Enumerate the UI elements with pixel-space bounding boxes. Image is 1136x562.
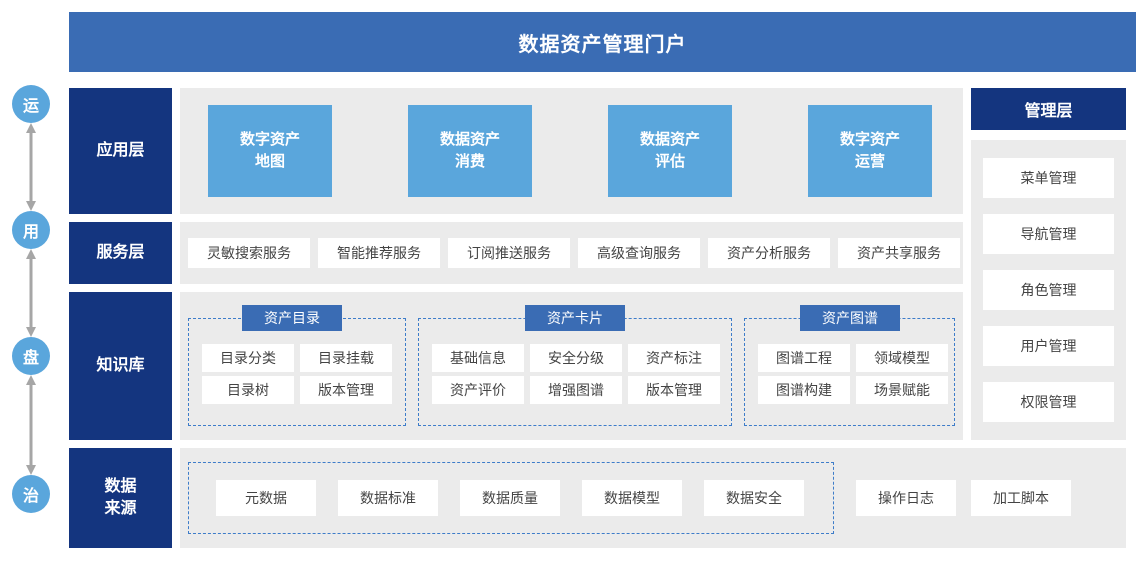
knowledge-item-card-version[interactable]: 版本管理 <box>628 376 720 404</box>
knowledge-item-graph-construction[interactable]: 图谱构建 <box>758 376 850 404</box>
datasource-layer-panel: 元数据 数据标准 数据质量 数据模型 数据安全 操作日志 加工脚本 <box>180 448 1126 548</box>
datasource-item-data-standard[interactable]: 数据标准 <box>338 480 438 516</box>
application-layer-panel: 数字资产 地图 数据资产 消费 数据资产 评估 数字资产 运营 <box>180 88 963 214</box>
management-panel-title: 管理层 <box>971 88 1126 130</box>
knowledge-group-asset-catalog-box <box>188 318 406 426</box>
management-panel: 菜单管理 导航管理 角色管理 用户管理 权限管理 <box>971 140 1126 440</box>
service-item-advanced-query[interactable]: 高级查询服务 <box>578 238 700 268</box>
rail-circle-pan: 盘 <box>12 337 50 375</box>
knowledge-item-asset-evaluation[interactable]: 资产评价 <box>432 376 524 404</box>
app-card-line1: 数据资产 <box>639 131 700 149</box>
rail-arrow-2 <box>26 249 36 337</box>
rail-circle-yong: 用 <box>12 211 50 249</box>
knowledge-group-title-asset-card: 资产卡片 <box>525 305 625 331</box>
knowledge-item-catalog-tree[interactable]: 目录树 <box>202 376 294 404</box>
knowledge-item-catalog-classification[interactable]: 目录分类 <box>202 344 294 372</box>
rail-circle-zhi: 治 <box>12 475 50 513</box>
knowledge-item-security-grading[interactable]: 安全分级 <box>530 344 622 372</box>
app-card-digital-asset-map[interactable]: 数字资产 地图 <box>208 105 332 197</box>
management-item-user[interactable]: 用户管理 <box>983 326 1114 366</box>
app-card-line1: 数字资产 <box>839 131 900 149</box>
management-item-navigation[interactable]: 导航管理 <box>983 214 1114 254</box>
datasource-item-data-quality[interactable]: 数据质量 <box>460 480 560 516</box>
rail-arrow-3 <box>26 375 36 475</box>
knowledge-group-title-asset-graph: 资产图谱 <box>800 305 900 331</box>
management-item-menu[interactable]: 菜单管理 <box>983 158 1114 198</box>
knowledge-item-domain-model[interactable]: 领域模型 <box>856 344 948 372</box>
knowledge-item-graph-project[interactable]: 图谱工程 <box>758 344 850 372</box>
app-card-line2: 运营 <box>854 153 885 170</box>
knowledge-item-asset-annotation[interactable]: 资产标注 <box>628 344 720 372</box>
service-layer-panel: 灵敏搜索服务 智能推荐服务 订阅推送服务 高级查询服务 资产分析服务 资产共享服… <box>180 222 963 284</box>
datasource-group-box <box>188 462 834 534</box>
app-card-line2: 消费 <box>454 153 485 170</box>
management-item-role[interactable]: 角色管理 <box>983 270 1114 310</box>
knowledge-group-asset-graph-box <box>744 318 955 426</box>
management-item-permission[interactable]: 权限管理 <box>983 382 1114 422</box>
service-item-subscription-push[interactable]: 订阅推送服务 <box>448 238 570 268</box>
service-item-smart-recommend[interactable]: 智能推荐服务 <box>318 238 440 268</box>
knowledge-group-asset-card-box <box>418 318 732 426</box>
service-item-agile-search[interactable]: 灵敏搜索服务 <box>188 238 310 268</box>
datasource-item-data-security[interactable]: 数据安全 <box>704 480 804 516</box>
app-card-line1: 数字资产 <box>239 131 300 149</box>
app-card-line2: 地图 <box>254 153 285 170</box>
datasource-item-operation-log[interactable]: 操作日志 <box>856 480 956 516</box>
app-card-data-asset-evaluation[interactable]: 数据资产 评估 <box>608 105 732 197</box>
knowledge-item-scenario-empowerment[interactable]: 场景赋能 <box>856 376 948 404</box>
app-card-line1: 数据资产 <box>439 131 500 149</box>
knowledge-item-catalog-version[interactable]: 版本管理 <box>300 376 392 404</box>
app-card-data-asset-consumption[interactable]: 数据资产 消费 <box>408 105 532 197</box>
rail-arrow-1 <box>26 123 36 211</box>
app-card-line2: 评估 <box>654 153 685 170</box>
app-card-digital-asset-operation[interactable]: 数字资产 运营 <box>808 105 932 197</box>
page-title: 数据资产管理门户 <box>69 12 1136 72</box>
rail-circle-yun: 运 <box>12 85 50 123</box>
layer-label-datasource: 数据 来源 <box>69 448 172 548</box>
knowledge-item-basic-info[interactable]: 基础信息 <box>432 344 524 372</box>
knowledge-item-enhanced-graph[interactable]: 增强图谱 <box>530 376 622 404</box>
layer-label-application: 应用层 <box>69 88 172 214</box>
knowledge-item-catalog-mount[interactable]: 目录挂载 <box>300 344 392 372</box>
layer-label-knowledge: 知识库 <box>69 292 172 440</box>
datasource-item-data-model[interactable]: 数据模型 <box>582 480 682 516</box>
datasource-item-metadata[interactable]: 元数据 <box>216 480 316 516</box>
service-item-asset-analysis[interactable]: 资产分析服务 <box>708 238 830 268</box>
service-item-asset-sharing[interactable]: 资产共享服务 <box>838 238 960 268</box>
layer-label-service: 服务层 <box>69 222 172 284</box>
knowledge-group-title-asset-catalog: 资产目录 <box>242 305 342 331</box>
knowledge-layer-panel: 资产目录 目录分类 目录挂载 目录树 版本管理 资产卡片 基础信息 安全分级 资… <box>180 292 963 440</box>
lifecycle-rail: 运 用 盘 治 <box>0 85 62 555</box>
datasource-item-processing-script[interactable]: 加工脚本 <box>971 480 1071 516</box>
